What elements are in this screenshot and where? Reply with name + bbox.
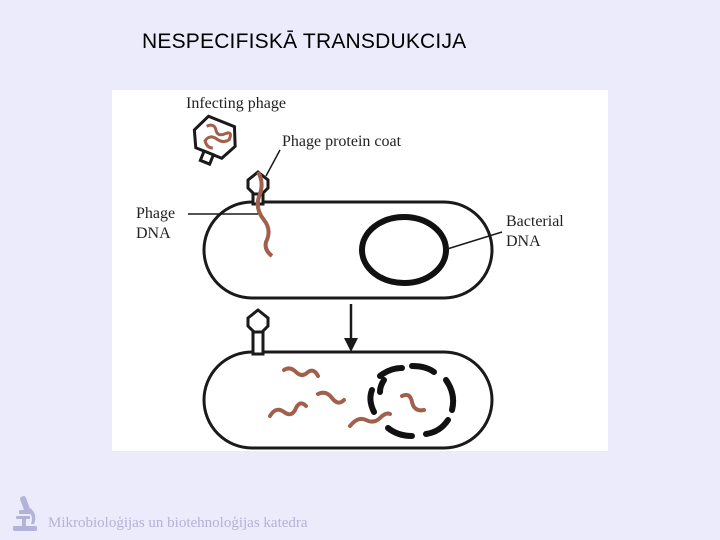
leader-protein-coat: [265, 149, 281, 177]
fragmented-chromosome: [367, 363, 457, 439]
microscope-icon: [13, 496, 37, 531]
bacterial-cell-bottom: [202, 350, 494, 450]
bacterial-cell-top: [202, 200, 494, 300]
slide-title: NESPECIFISKĀ TRANSDUKCIJA: [142, 30, 467, 53]
chromosome-fragment-4: [423, 417, 451, 437]
chromosome-fragment-3: [443, 377, 457, 413]
diagram-canvas: Infecting phage Phage protein coat Phage…: [136, 95, 564, 450]
injected-phage-dna: [255, 170, 274, 258]
process-arrow: [344, 304, 358, 352]
label-bacterial-dna-line2: DNA: [506, 233, 541, 250]
free-phage-dna: [203, 123, 232, 150]
attached-phage-bottom-tail: [251, 330, 265, 356]
label-phage-dna-line2: DNA: [136, 225, 171, 242]
chromosome-fragment-1: [377, 365, 405, 379]
chromosome-fragment-2: [409, 363, 437, 375]
chromosome-fragment-5: [385, 425, 415, 439]
phage-dna-fragment-1: [282, 366, 320, 378]
transduction-diagram: Infecting phage Phage protein coat Phage…: [112, 90, 608, 451]
chromosome-fragment-6: [367, 387, 377, 415]
attached-phage-bottom: [246, 308, 270, 356]
phage-dna-fragment-4: [348, 411, 392, 428]
footer: Mikrobioloģijas un biotehnoloģijas kated…: [10, 494, 308, 532]
label-phage-dna-line1: Phage: [136, 205, 175, 222]
label-phage-protein-coat: Phage protein coat: [282, 133, 402, 150]
phage-dna-fragment-5: [400, 392, 426, 413]
leader-bacterial-dna: [443, 231, 503, 251]
footer-department: Mikrobioloģijas un biotehnoloģijas kated…: [48, 514, 308, 531]
attached-phage-bottom-head: [246, 308, 270, 334]
arrow-head: [344, 338, 358, 352]
phage-dna-fragments: [268, 366, 426, 428]
phage-dna-fragment-2: [268, 401, 308, 418]
free-phage: [192, 114, 237, 167]
label-bacterial-dna-line1: Bacterial: [506, 213, 564, 230]
free-phage-tail: [198, 149, 216, 167]
chromosome-fragment-7: [377, 377, 387, 395]
phage-dna-fragment-3: [316, 390, 346, 405]
label-infecting-phage: Infecting phage: [186, 95, 286, 112]
